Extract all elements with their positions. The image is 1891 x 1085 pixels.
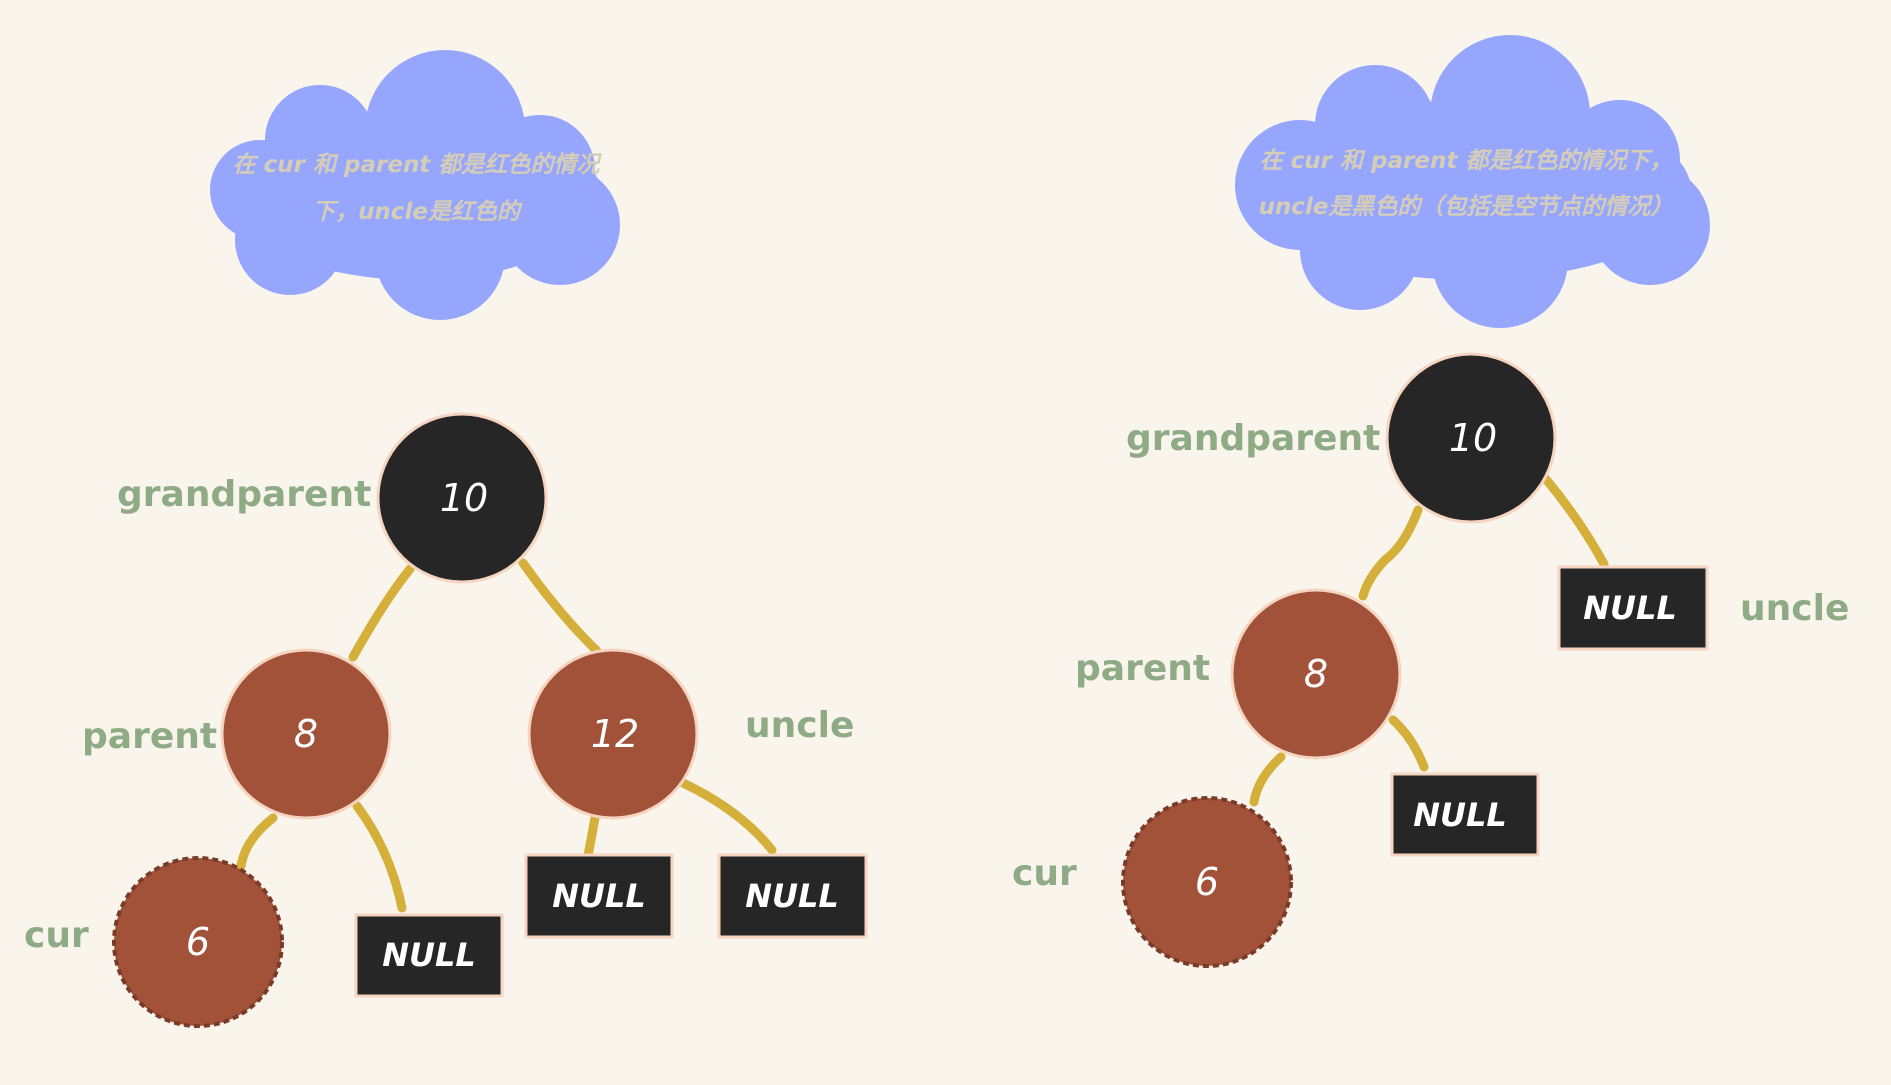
left-cloud bbox=[210, 50, 620, 320]
cur-node bbox=[112, 856, 284, 1028]
grandparent-label: grandparent bbox=[117, 474, 371, 515]
parent-node bbox=[1230, 588, 1402, 760]
uncle-value: 12 bbox=[591, 712, 639, 756]
uncle-node bbox=[527, 648, 699, 820]
edge-uncle-null-left bbox=[583, 813, 600, 861]
edge-parent-null bbox=[352, 801, 407, 913]
grandparent-label: grandparent bbox=[1126, 418, 1380, 459]
right-cloud-text-line1: 在 cur 和 parent 都是红色的情况下， bbox=[1260, 148, 1673, 174]
parent-node bbox=[220, 648, 392, 820]
null-label: NULL bbox=[552, 877, 646, 915]
uncle-label: uncle bbox=[745, 705, 854, 746]
edge-gp-uncle bbox=[518, 558, 602, 656]
uncle-label: uncle bbox=[1740, 588, 1849, 629]
edge-gp-parent bbox=[348, 564, 415, 662]
null-label: NULL bbox=[745, 877, 839, 915]
cur-label: cur bbox=[1012, 853, 1077, 894]
left-cloud-text-line1: 在 cur 和 parent 都是红色的情况 bbox=[233, 152, 603, 178]
null-box bbox=[524, 853, 674, 939]
cur-node bbox=[1121, 796, 1293, 968]
grandparent-node bbox=[376, 412, 548, 584]
parent-label: parent bbox=[82, 716, 217, 757]
right-case: 在 cur 和 parent 都是红色的情况下， uncle是黑色的（包括是空节… bbox=[1012, 35, 1849, 968]
null-box bbox=[1390, 772, 1540, 857]
null-box bbox=[354, 913, 504, 998]
parent-value: 8 bbox=[294, 712, 318, 756]
edge-parent-null bbox=[1388, 715, 1429, 772]
edge-uncle-null-right bbox=[678, 778, 777, 855]
grandparent-node bbox=[1385, 352, 1557, 524]
edge-gp-uncle-null bbox=[1540, 473, 1609, 569]
uncle-null-box bbox=[1557, 565, 1709, 651]
cur-label: cur bbox=[24, 915, 89, 956]
null-label: NULL bbox=[1583, 589, 1677, 627]
cur-value: 6 bbox=[1195, 860, 1219, 904]
parent-value: 8 bbox=[1304, 652, 1328, 696]
cur-value: 6 bbox=[186, 920, 210, 964]
left-cloud-text-line2: 下，uncle是红色的 bbox=[312, 199, 523, 225]
edge-parent-cur bbox=[236, 813, 278, 871]
null-label: NULL bbox=[1413, 796, 1507, 834]
parent-label: parent bbox=[1075, 648, 1210, 689]
right-cloud-text-line2: uncle是黑色的（包括是空节点的情况） bbox=[1259, 193, 1674, 220]
null-box bbox=[717, 853, 868, 939]
grandparent-value: 10 bbox=[440, 476, 488, 520]
null-label: NULL bbox=[382, 936, 476, 974]
left-case: 在 cur 和 parent 都是红色的情况 下，uncle是红色的 10 8 … bbox=[24, 50, 868, 1028]
grandparent-value: 10 bbox=[1449, 416, 1497, 460]
edge-parent-cur bbox=[1249, 752, 1286, 807]
edge-gp-parent bbox=[1358, 505, 1423, 601]
right-cloud bbox=[1235, 35, 1710, 328]
